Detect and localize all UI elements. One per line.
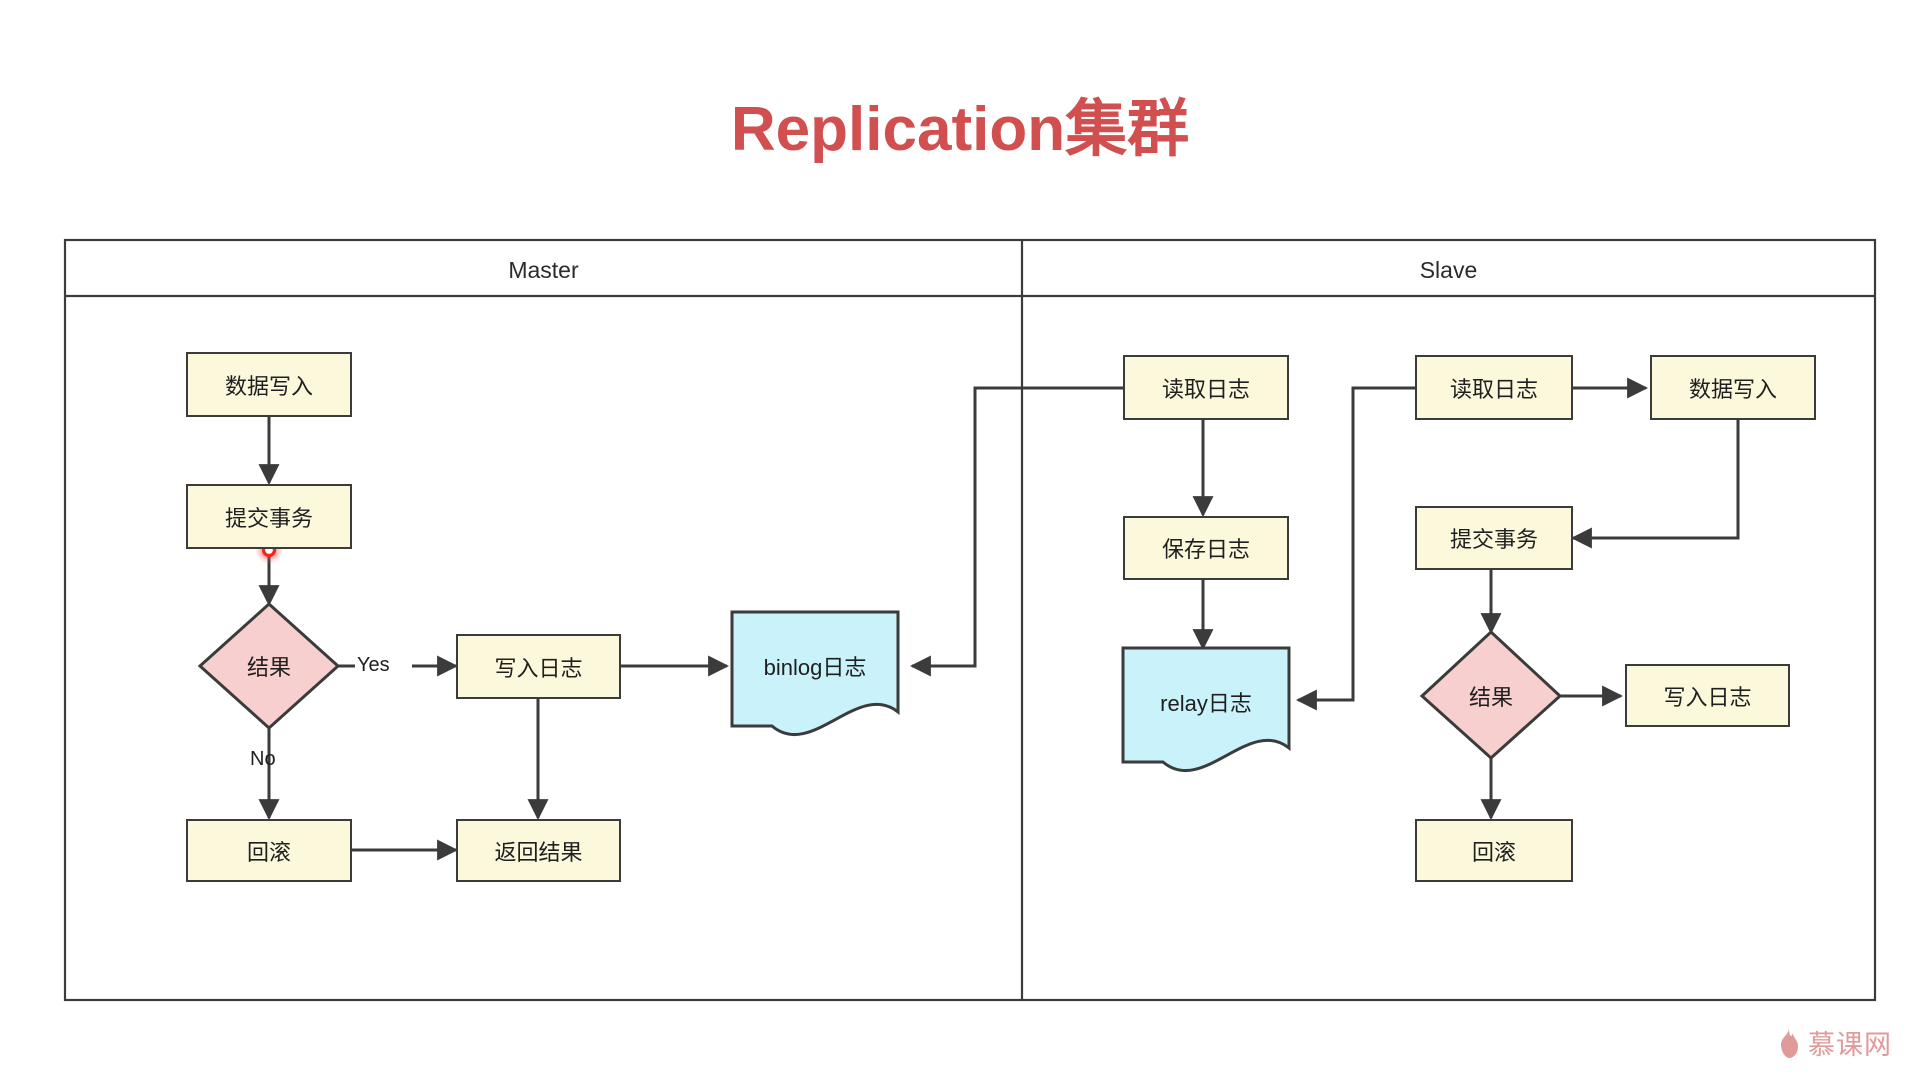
node-label: 读取日志 [1161,376,1250,402]
node-label: 写入日志 [1663,684,1752,710]
binlog-document-shape [730,610,900,737]
node-master-rollback[interactable]: 回滚 [186,819,352,882]
node-master-result-decision[interactable]: 结果 [200,636,338,696]
watermark-text: 慕课网 [1808,1030,1892,1061]
connector-slave-readlog-to-binlog [909,386,1123,677]
relay-document-shape [1121,646,1291,773]
node-label: 结果 [246,655,291,680]
master-result-diamond-shape [197,601,341,731]
lane-label-master: Master [508,257,579,283]
node-master-write-log[interactable]: 写入日志 [456,634,621,699]
node-label: 提交事务 [224,505,313,531]
node-label: relay日志 [1160,691,1252,716]
page-title: Replication集群 [730,95,1190,164]
flame-icon [1781,1027,1798,1058]
node-slave-result-decision[interactable]: 结果 [1422,666,1560,726]
lane-label-slave: Slave [1419,257,1478,283]
node-label: 返回结果 [494,839,583,865]
node-slave-commit-transaction[interactable]: 提交事务 [1415,506,1573,570]
watermark: 慕课网 [1775,1023,1892,1062]
node-label: 写入日志 [494,655,583,681]
node-label: binlog日志 [763,655,867,680]
node-label: 回滚 [1471,839,1516,865]
node-master-return-result[interactable]: 返回结果 [456,819,621,882]
node-label: 提交事务 [1449,527,1538,552]
node-label: 数据写入 [224,373,313,399]
slave-result-diamond-shape [1419,629,1563,761]
node-label: 读取日志 [1449,376,1538,402]
node-slave-relay-log[interactable]: relay日志 [1123,672,1289,732]
node-slave-write-log[interactable]: 写入日志 [1625,664,1790,727]
node-master-commit-transaction[interactable]: 提交事务 [186,484,352,549]
edge-label-master-yes: Yes [357,654,390,676]
edge-label-master-no: No [250,748,276,770]
swimlane-frame [63,238,1877,1002]
node-slave-read-log-left[interactable]: 读取日志 [1123,355,1289,420]
node-label: 结果 [1468,685,1513,710]
node-slave-rollback[interactable]: 回滚 [1415,819,1573,882]
node-label: 回滚 [246,839,291,865]
node-master-data-write[interactable]: 数据写入 [186,352,352,417]
connector-slave-readlogright-to-relay [1295,386,1415,711]
node-label: 保存日志 [1161,537,1250,562]
node-label: 数据写入 [1688,376,1777,402]
node-slave-read-log-right[interactable]: 读取日志 [1415,355,1573,420]
connector-slave-datawrite-to-commit [1570,420,1740,549]
node-slave-save-log[interactable]: 保存日志 [1123,516,1289,580]
node-master-binlog[interactable]: binlog日志 [732,636,898,696]
node-slave-data-write[interactable]: 数据写入 [1650,355,1816,420]
